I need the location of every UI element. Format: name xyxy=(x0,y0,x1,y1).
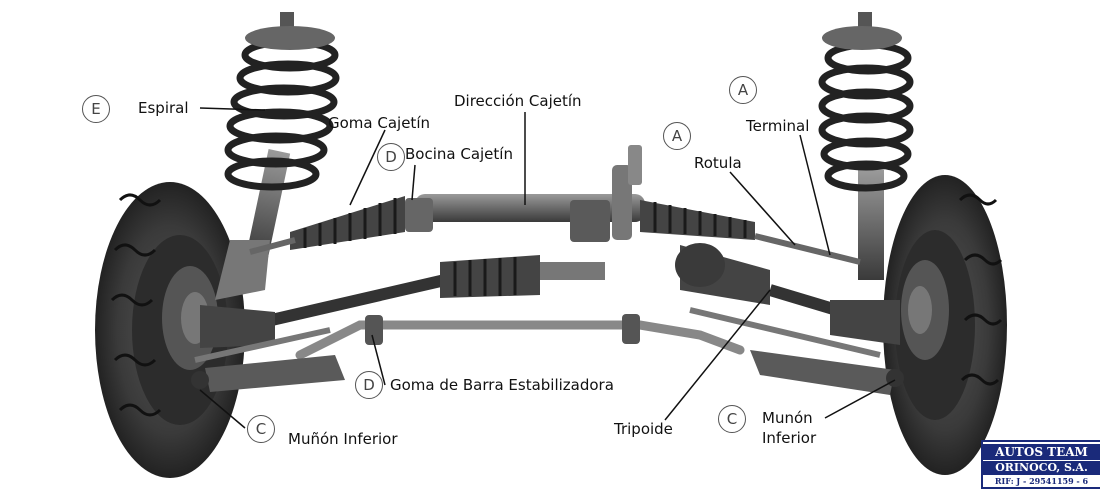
left-spring-strut xyxy=(215,12,340,300)
marker-e: E xyxy=(82,95,110,123)
steering-rack xyxy=(249,145,861,265)
logo-line-1: AUTOS TEAM xyxy=(983,444,1100,460)
label-munon-inferior-right-line1: Munón xyxy=(762,409,813,427)
leader-lines xyxy=(199,107,896,429)
right-drive-shaft xyxy=(675,243,900,345)
right-spring-strut xyxy=(818,12,914,280)
right-control-arm xyxy=(689,307,904,395)
label-tripoide: Tripoide xyxy=(614,420,673,438)
label-bocina-cajetin: Bocina Cajetín xyxy=(405,145,513,163)
marker-a-mid: A xyxy=(663,122,691,150)
stabilizer-bar xyxy=(295,314,745,360)
marker-c-left: C xyxy=(247,415,275,443)
label-munon-inferior-right-line2: Inferior xyxy=(762,429,817,447)
label-goma-cajetin: Goma Cajetín xyxy=(328,114,430,132)
label-espiral: Espiral xyxy=(138,99,189,117)
left-control-arm xyxy=(191,327,345,392)
label-direccion-cajetin: Dirección Cajetín xyxy=(454,92,582,110)
marker-d-top: D xyxy=(377,143,405,171)
marker-d-bottom: D xyxy=(355,371,383,399)
label-rotula: Rotula xyxy=(694,154,742,172)
company-logo: AUTOS TEAM ORINOCO, S.A. RIF: J - 295411… xyxy=(981,440,1100,489)
left-drive-shaft xyxy=(200,255,605,348)
right-wheel xyxy=(883,175,1007,475)
label-goma-barra-estabilizadora: Goma de Barra Estabilizadora xyxy=(390,376,614,394)
logo-line-3: RIF: J - 29541159 - 6 xyxy=(994,476,1089,486)
marker-c-right: C xyxy=(718,405,746,433)
marker-a-top: A xyxy=(729,76,757,104)
logo-line-2: ORINOCO, S.A. xyxy=(983,461,1100,475)
label-terminal: Terminal xyxy=(746,117,810,135)
label-munon-inferior-left: Muñón Inferior xyxy=(288,430,398,448)
